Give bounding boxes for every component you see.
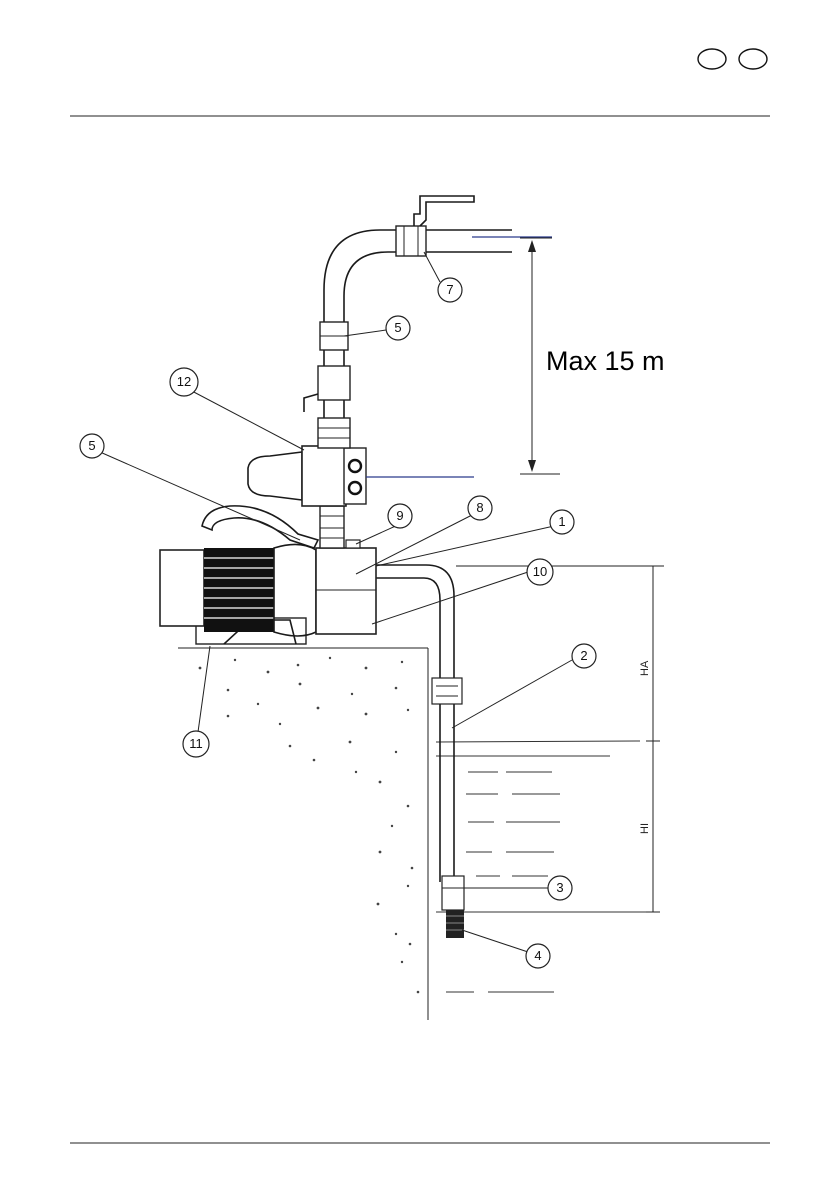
- callout-8: 8: [468, 496, 492, 520]
- ha-label: HA: [639, 660, 651, 676]
- gravel-texture: [199, 657, 420, 994]
- callout-12-label: 12: [177, 374, 191, 389]
- callout-5-upper-label: 5: [394, 320, 401, 335]
- delivery-pipe: [304, 196, 552, 448]
- max-height-dimension: Max 15 m: [520, 238, 665, 474]
- callout-11-label: 11: [189, 736, 203, 751]
- callout-9-label: 9: [396, 508, 403, 523]
- max-height-label: Max 15 m: [546, 346, 665, 376]
- language-circle-left: [698, 49, 726, 69]
- callout-11: 11: [183, 731, 209, 757]
- callout-10: 10: [527, 559, 553, 585]
- non-return-valve: [442, 876, 464, 910]
- suction-pipe: [372, 565, 464, 938]
- hi-label: HI: [639, 823, 651, 834]
- ground-block: [178, 648, 428, 1020]
- callout-5-lower-label: 5: [88, 438, 95, 453]
- union-fitting: [318, 418, 350, 448]
- pump-unit: [160, 506, 376, 644]
- depth-dimension: HA HI: [456, 566, 664, 912]
- callout-1-label: 1: [558, 514, 565, 529]
- pipe-clamp: [432, 678, 462, 704]
- callout-3-label: 3: [556, 880, 563, 895]
- motor-fins: [204, 548, 274, 632]
- controller-gauge-bottom: [349, 482, 361, 494]
- motor-end-cap: [160, 550, 204, 626]
- callout-8-label: 8: [476, 500, 483, 515]
- callout-10-label: 10: [533, 564, 547, 579]
- callout-1: 1: [550, 510, 574, 534]
- callout-2: 2: [572, 644, 596, 668]
- pump-housing: [316, 548, 376, 634]
- callout-5-upper: 5: [386, 316, 410, 340]
- callout-9: 9: [388, 504, 412, 528]
- callout-4-label: 4: [534, 948, 541, 963]
- suction-strainer: [446, 910, 464, 938]
- gate-valve-body: [396, 226, 426, 256]
- controller-gauge-plate: [344, 448, 366, 504]
- pressure-controller: [248, 446, 366, 506]
- language-indicator: [698, 49, 767, 69]
- callout-3: 3: [548, 876, 572, 900]
- outlet-fitting: [320, 506, 344, 548]
- callout-7: 7: [438, 278, 462, 302]
- pump-handle: [202, 506, 318, 548]
- callout-4: 4: [526, 944, 550, 968]
- callout-7-label: 7: [446, 282, 453, 297]
- callout-2-label: 2: [580, 648, 587, 663]
- gate-valve-lever: [414, 196, 474, 226]
- controller-gauge-top: [349, 460, 361, 472]
- callout-5-lower: 5: [80, 434, 104, 458]
- drain-valve: [318, 366, 350, 400]
- callout-12: 12: [170, 368, 198, 396]
- controller-body: [302, 446, 346, 506]
- priming-plug: [346, 540, 360, 548]
- language-circle-right: [739, 49, 767, 69]
